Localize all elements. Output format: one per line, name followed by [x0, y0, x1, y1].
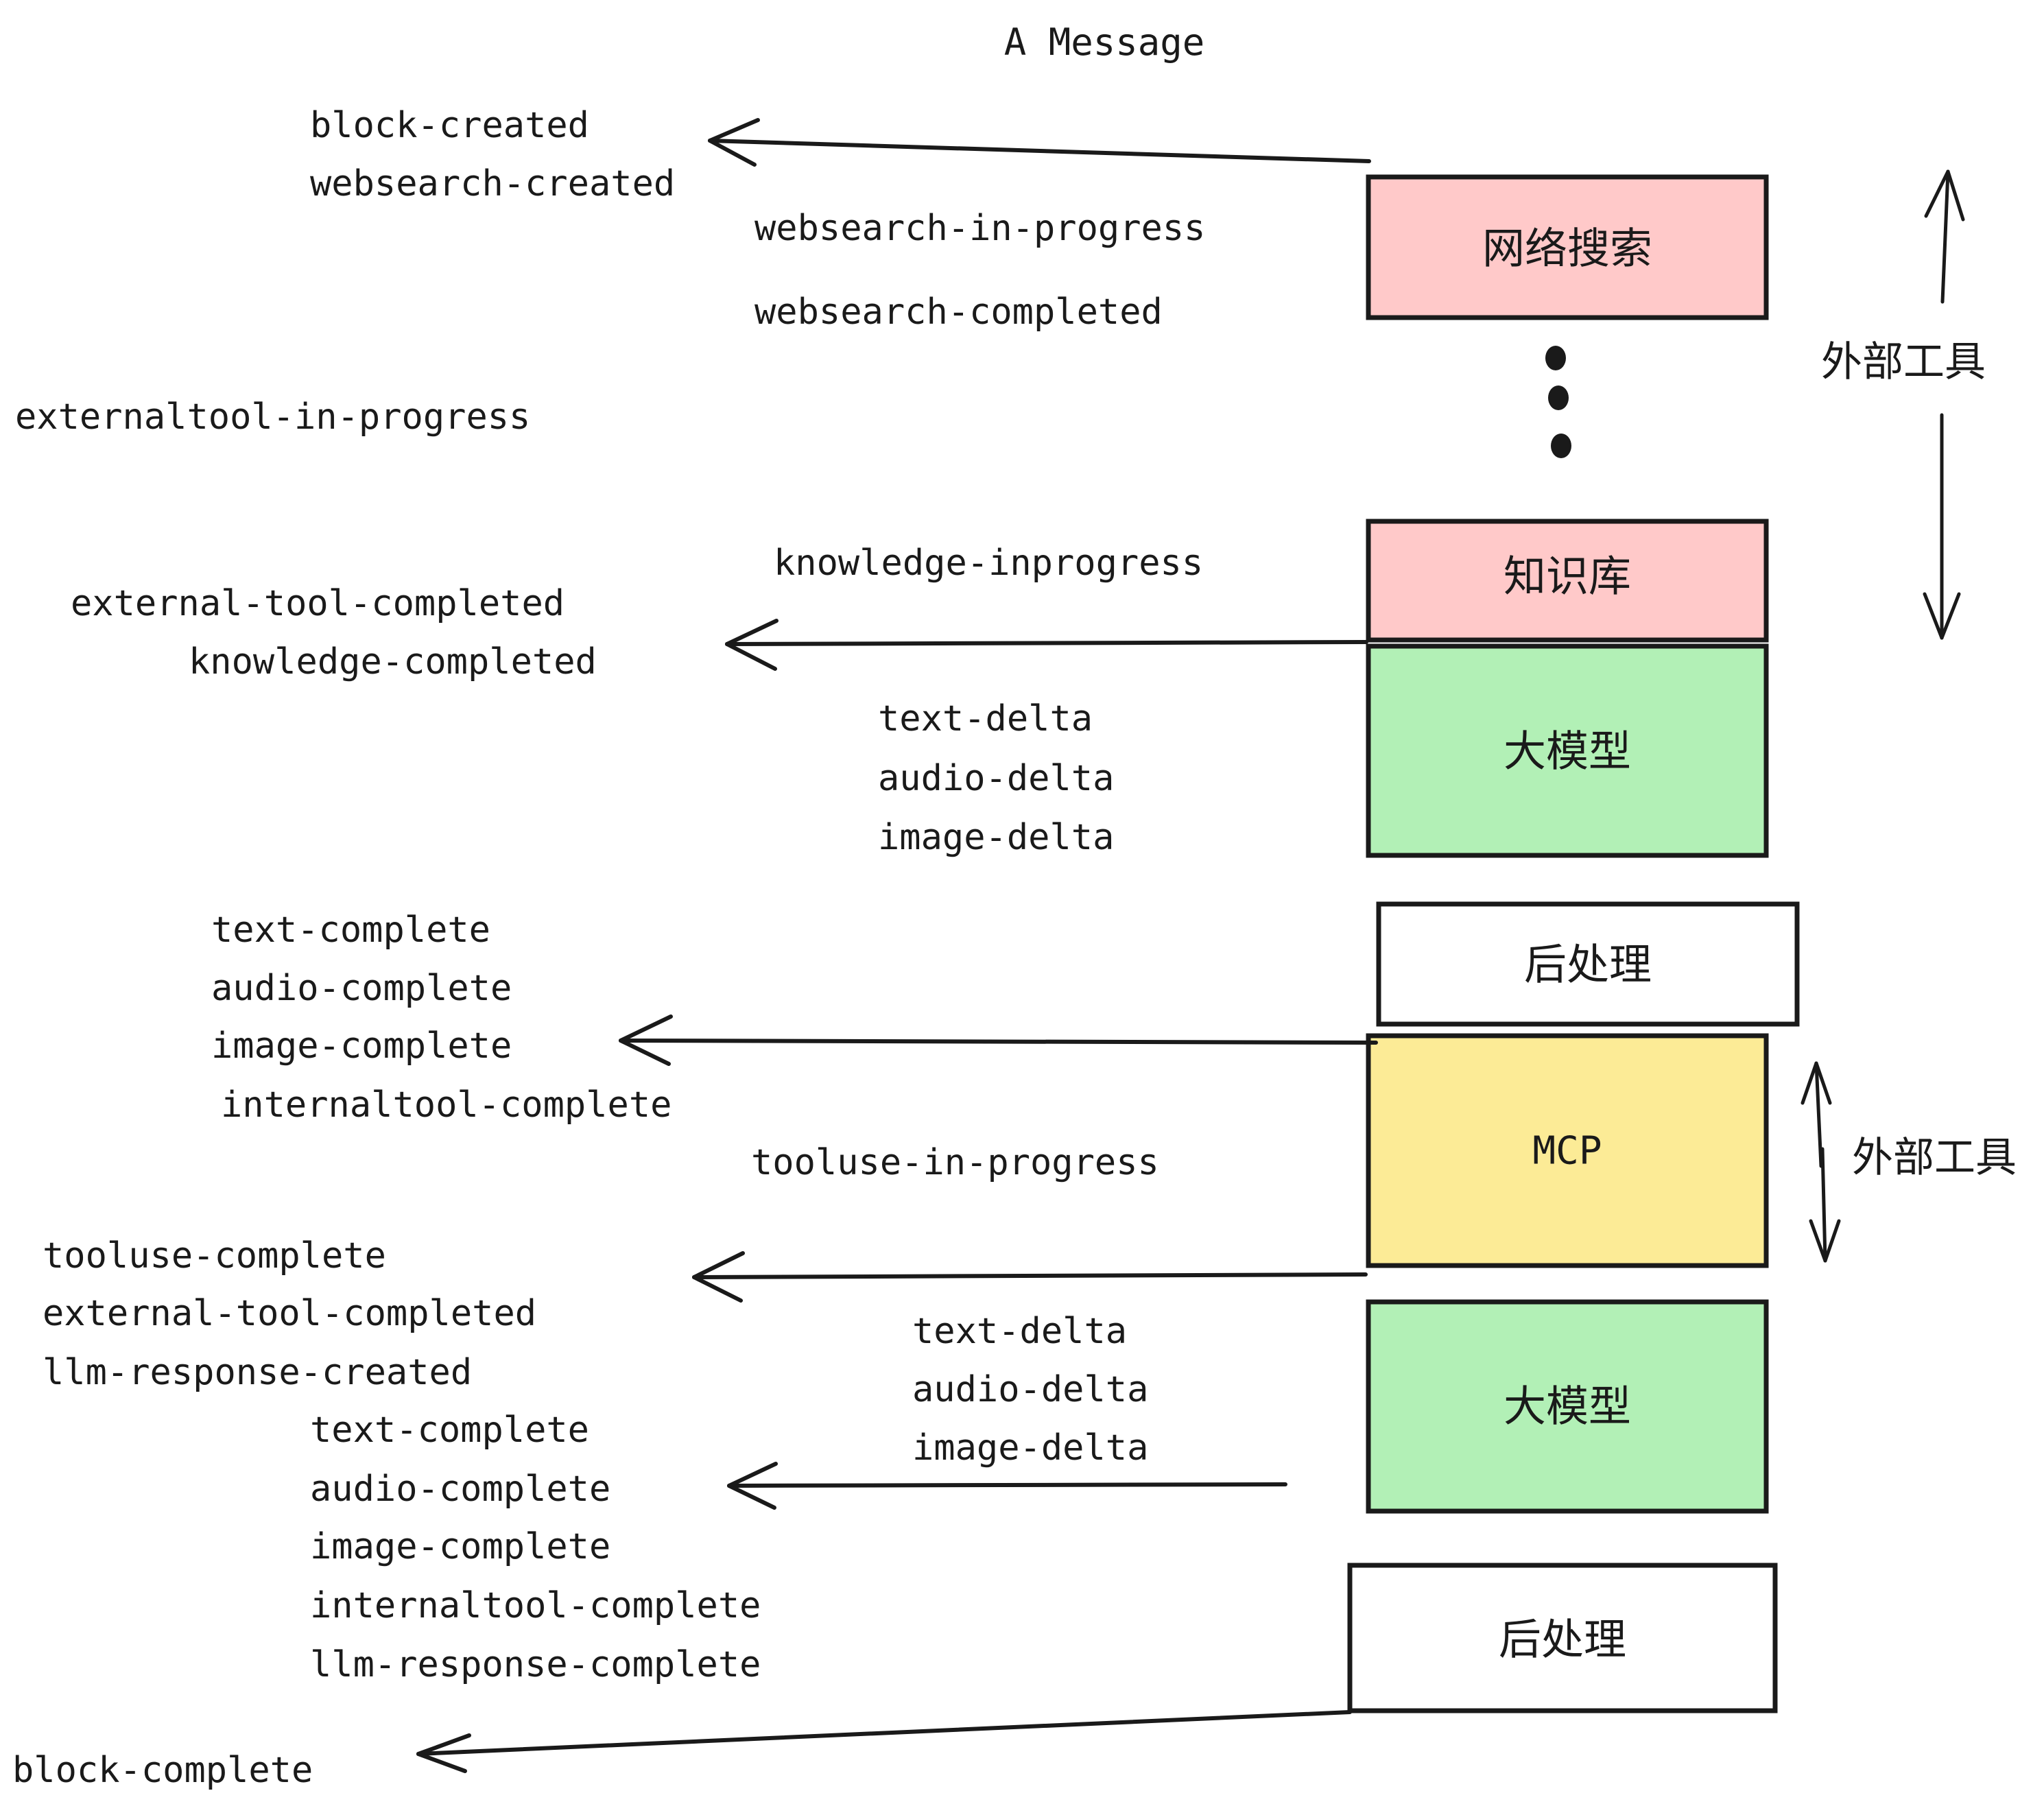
arrow-postprocess-to-image-complete — [619, 1014, 1378, 1066]
event-label-tooluse-complete: tooluse-complete — [43, 1235, 386, 1277]
event-label-internaltool-complete-1: internaltool-complete — [221, 1084, 672, 1126]
event-label-audio-delta-2: audio-delta — [912, 1369, 1148, 1410]
arrow-knowledge-to-completed — [725, 619, 1368, 671]
event-label-knowledge-completed: knowledge-completed — [189, 641, 597, 683]
box-websearch[interactable]: 网络搜索 — [1366, 174, 1769, 320]
box-mcp-rect — [1366, 1033, 1769, 1268]
box-postprocess-top-label: 后处理 — [1524, 940, 1652, 990]
event-label-websearch-in-progress: websearch-in-progress — [754, 208, 1205, 249]
event-label-image-delta-2: image-delta — [912, 1427, 1148, 1469]
event-label-websearch-completed: websearch-completed — [754, 292, 1163, 333]
box-llm-bottom[interactable]: 大模型 — [1366, 1299, 1769, 1514]
event-label-externaltool-in-progress: externaltool-in-progress — [15, 396, 530, 438]
arrow-websearch-to-created — [708, 118, 1371, 167]
external-tool-label-bottom: 外部工具 — [1852, 1134, 2017, 1182]
box-llm-top-label: 大模型 — [1504, 726, 1631, 776]
box-llm-bottom-rect — [1366, 1299, 1769, 1514]
box-knowledge-label: 知识库 — [1504, 551, 1631, 602]
event-label-image-complete-1: image-complete — [211, 1025, 512, 1067]
box-mcp-label: MCP — [1532, 1129, 1602, 1174]
event-label-knowledge-inprogress: knowledge-inprogress — [774, 543, 1203, 584]
box-knowledge[interactable]: 知识库 — [1366, 519, 1769, 643]
event-label-tooluse-in-progress: tooluse-in-progress — [751, 1142, 1159, 1183]
event-label-text-delta-1: text-delta — [878, 698, 1093, 739]
arrow-postprocess-to-block-complete — [416, 1710, 1352, 1773]
box-websearch-rect — [1366, 174, 1769, 320]
event-label-llm-response-created: llm-response-created — [43, 1352, 472, 1393]
arrow-llm-bottom-to-audio-complete — [727, 1462, 1287, 1510]
box-llm-bottom-label: 大模型 — [1504, 1381, 1631, 1432]
box-postprocess-bottom-rect — [1347, 1563, 1778, 1713]
box-postprocess-bottom[interactable]: 后处理 — [1347, 1563, 1778, 1713]
arrow-mcp-to-tooluse-complete — [692, 1251, 1368, 1303]
event-label-text-complete-2: text-complete — [310, 1410, 589, 1451]
event-label-audio-complete-2: audio-complete — [310, 1469, 610, 1510]
vertical-ellipsis-icon — [1545, 346, 1571, 458]
box-llm-top-rect — [1366, 643, 1769, 858]
event-label-text-complete-1: text-complete — [211, 910, 490, 951]
box-llm-top[interactable]: 大模型 — [1366, 643, 1769, 858]
event-label-internaltool-complete-2: internaltool-complete — [310, 1585, 761, 1626]
external-tool-arrow-bottom — [1801, 1061, 1841, 1263]
event-label-audio-complete-1: audio-complete — [211, 968, 512, 1009]
event-label-audio-delta-1: audio-delta — [878, 758, 1114, 799]
box-websearch-label: 网络搜索 — [1482, 224, 1652, 274]
box-knowledge-rect — [1366, 519, 1769, 643]
event-label-llm-response-complete: llm-response-complete — [310, 1644, 761, 1685]
event-label-image-delta-1: image-delta — [878, 817, 1114, 858]
box-mcp[interactable]: MCP — [1366, 1033, 1769, 1268]
box-postprocess-bottom-label: 后处理 — [1499, 1615, 1626, 1665]
event-label-websearch-created: websearch-created — [310, 163, 675, 204]
event-label-image-complete-2: image-complete — [310, 1526, 610, 1567]
event-label-external-tool-completed-2: external-tool-completed — [43, 1293, 536, 1334]
external-tool-label-top: 外部工具 — [1821, 338, 1986, 386]
page-title: A Message — [1004, 21, 1205, 64]
event-label-external-tool-completed-1: external-tool-completed — [71, 583, 565, 624]
event-label-block-complete: block-complete — [12, 1750, 313, 1791]
event-label-block-created: block-created — [310, 105, 589, 146]
event-label-text-delta-2: text-delta — [912, 1311, 1127, 1352]
external-tool-arrow-top — [1923, 169, 1965, 640]
box-postprocess-top[interactable]: 后处理 — [1376, 901, 1800, 1027]
box-postprocess-top-rect — [1376, 901, 1800, 1027]
